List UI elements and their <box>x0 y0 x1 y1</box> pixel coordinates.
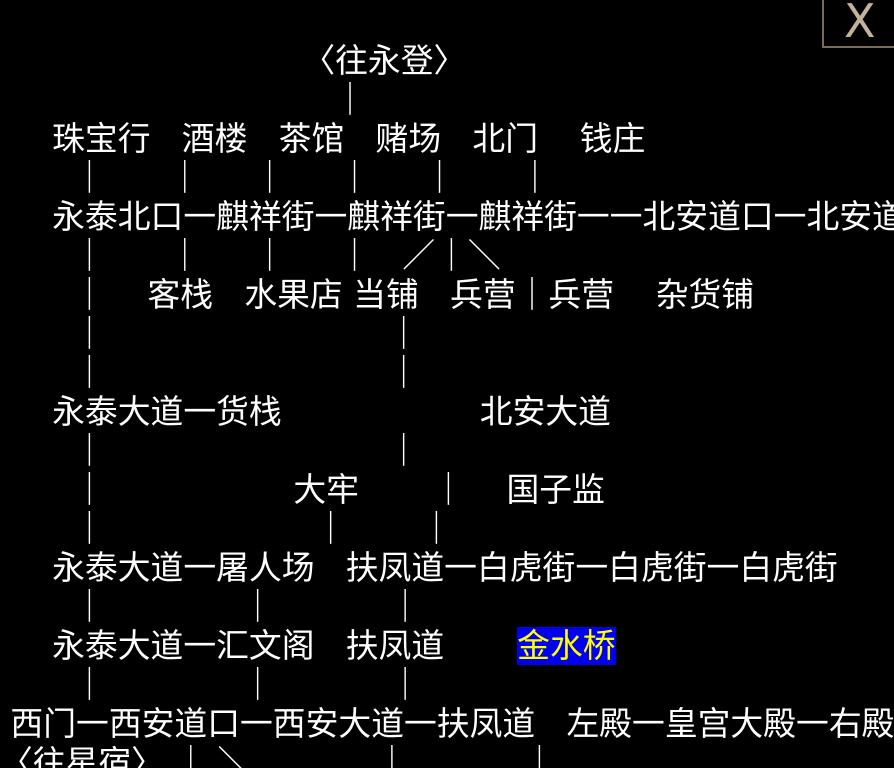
map-row-current-prefix: 永泰大道一汇文阁 扶凤道 <box>0 627 518 665</box>
map-row: ｜ ｜ <box>0 354 421 392</box>
map-row: 永泰大道一屠人场 扶凤道一白虎街一白虎街一白虎街 <box>0 549 838 587</box>
map-row: ｜ <box>0 81 367 119</box>
map-row: ｜ ｜ ｜ <box>0 666 422 704</box>
map-row: ｜ ｜ ｜ ｜ ｜ ｜ <box>0 159 552 197</box>
map-row: 〈往永登〉 <box>0 42 467 80</box>
map-row: 〈往星宿〉 ｜ ＼ ｜ ｜ <box>0 744 556 768</box>
map-row: 永泰北口一麒祥街一麒祥街一麒祥街一一北安道口一北安道口 <box>0 198 894 236</box>
map-row: ｜ ｜ ｜ <box>0 588 422 626</box>
current-location: 金水桥 <box>517 627 616 665</box>
map-row: ｜ ｜ <box>0 315 421 353</box>
map-row: 永泰大道一货栈 北安大道 <box>0 393 611 431</box>
map-row: ｜ 客栈 水果店 当铺 兵营｜兵营 杂货铺 <box>0 276 755 314</box>
close-button[interactable]: X <box>822 0 894 48</box>
map-row: ｜ ｜ ｜ <box>0 510 453 548</box>
map-row: ｜ ｜ ｜ ｜ ／｜＼ <box>0 237 501 275</box>
map-row: 西门一西安道口一西安大道一扶凤道 左殿一皇宫大殿一右殿 <box>0 705 894 743</box>
map-row-current: 永泰大道一汇文阁 扶凤道 金水桥 <box>0 607 616 685</box>
map-row: ｜ ｜ <box>0 432 421 470</box>
map-row: ｜ 大牢 ｜ 国子监 <box>0 471 605 509</box>
map-row: 珠宝行 酒楼 茶馆 赌场 北门 钱庄 <box>0 120 646 158</box>
